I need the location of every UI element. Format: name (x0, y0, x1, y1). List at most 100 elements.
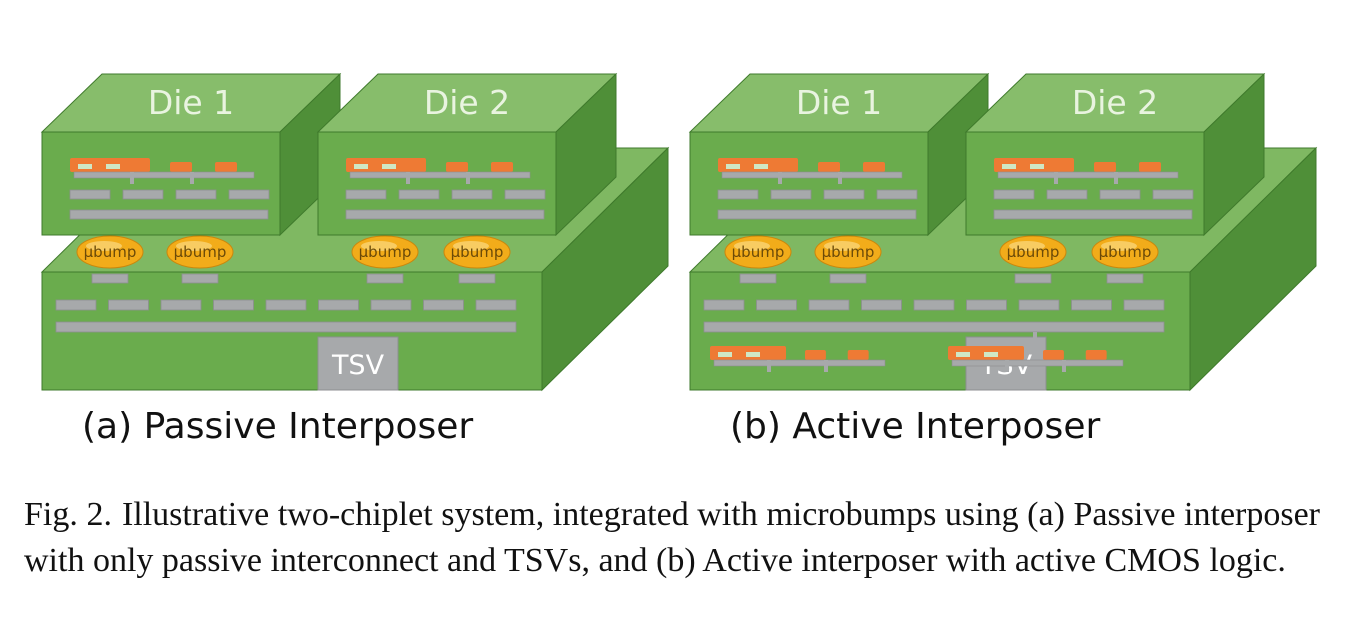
die-logic (70, 158, 255, 184)
metal-wire (997, 171, 1179, 179)
microbump: μbump (76, 235, 144, 284)
logic-block (491, 162, 513, 172)
logic-block (818, 162, 840, 172)
gate-stripe (1002, 164, 1016, 169)
interposer-wire (1123, 299, 1165, 311)
via (1062, 360, 1066, 372)
microbump: μbump (166, 235, 234, 284)
figure-caption-label: Fig. 2. (24, 496, 112, 533)
interposer-wire (475, 299, 517, 311)
die-2: Die 2 (316, 72, 618, 237)
die-wire (345, 189, 387, 200)
die-logic (718, 158, 903, 184)
die-wire (451, 189, 493, 200)
microbump-label: μbump (732, 243, 785, 261)
panel-caption: (a) Passive Interposer (82, 406, 473, 447)
via (1033, 332, 1037, 346)
die-body-front (317, 131, 557, 236)
panel-caption: (b) Active Interposer (730, 406, 1100, 447)
panel-passive-interposer: TSV μbump μbump μbump μbump Die 1 Die 2 (a) Pas… (40, 72, 670, 447)
microbump-label: μbump (359, 243, 412, 261)
gate-stripe (106, 164, 120, 169)
logic-block (215, 162, 237, 172)
microbump-label: μbump (451, 243, 504, 261)
die-label: Die 1 (148, 83, 234, 122)
microbump: μbump (1091, 235, 1159, 284)
microbump: μbump (814, 235, 882, 284)
bump-pad (366, 273, 404, 284)
interposer-wire (913, 299, 955, 311)
tsv (317, 336, 399, 391)
microbump-highlight (86, 241, 122, 251)
die-wire (1099, 189, 1141, 200)
logic-block (1094, 162, 1116, 172)
microbump-highlight (1101, 241, 1137, 251)
gate-stripe (78, 164, 92, 169)
interposer-wire (55, 299, 97, 311)
gate-stripe (354, 164, 368, 169)
die-logic (346, 158, 531, 184)
logic-block (863, 162, 885, 172)
die-body-front (41, 131, 281, 236)
figure-caption-text: Illustrative two-chiplet system, integra… (24, 496, 1321, 579)
die-wire (504, 189, 546, 200)
via (130, 172, 134, 184)
interposer-wire (966, 299, 1007, 311)
interposer-wire (1071, 299, 1112, 311)
microbump-label: μbump (174, 243, 227, 261)
bump-pad (458, 273, 496, 284)
bump-pad (1106, 273, 1144, 284)
die-wire (823, 189, 865, 200)
die-1: Die 1 (40, 72, 342, 237)
microbump-highlight (734, 241, 770, 251)
interposer-wire (423, 299, 464, 311)
microbump-highlight (176, 241, 212, 251)
interposer-wire-long (703, 321, 1165, 333)
tsv-label: TSV (331, 350, 385, 381)
via (1114, 172, 1118, 184)
metal-wire (721, 171, 903, 179)
logic-block (1139, 162, 1161, 172)
microbump-label: μbump (1099, 243, 1152, 261)
die-wire-long (345, 209, 545, 220)
metal-wire (73, 171, 255, 179)
microbump-highlight (1009, 241, 1045, 251)
interposer-wire (861, 299, 902, 311)
die-wire (1046, 189, 1088, 200)
interposer-wire (160, 299, 202, 311)
interposer-wire (1018, 299, 1060, 311)
die-wire (770, 189, 812, 200)
die-wire-long (69, 209, 269, 220)
interposer-wire (318, 299, 359, 311)
gate-stripe (382, 164, 396, 169)
bump-pad (1014, 273, 1052, 284)
die-wire (69, 189, 111, 200)
die-body (316, 72, 618, 237)
logic-block (847, 350, 869, 360)
bump-pad (91, 273, 129, 284)
die-wire (122, 189, 164, 200)
interposer-logic-right (948, 346, 1124, 372)
microbump-highlight (361, 241, 397, 251)
interposer-wire (108, 299, 149, 311)
gate-stripe (726, 164, 740, 169)
logic-block (446, 162, 468, 172)
bump-pad (829, 273, 867, 284)
die-wire-long (717, 209, 917, 220)
die-wire (1152, 189, 1194, 200)
gate-stripe (718, 352, 732, 357)
die-logic (994, 158, 1179, 184)
die-wire (228, 189, 270, 200)
die-label: Die 1 (796, 83, 882, 122)
via (1054, 172, 1058, 184)
microbump-label: μbump (1007, 243, 1060, 261)
microbump: μbump (443, 235, 511, 284)
microbump-label: μbump (822, 243, 875, 261)
die-wire (717, 189, 759, 200)
microbump: μbump (724, 235, 792, 284)
interposer-wire-long (55, 321, 517, 333)
interposer-wire (370, 299, 412, 311)
interposer-wire (756, 299, 797, 311)
die-label: Die 2 (424, 83, 510, 122)
